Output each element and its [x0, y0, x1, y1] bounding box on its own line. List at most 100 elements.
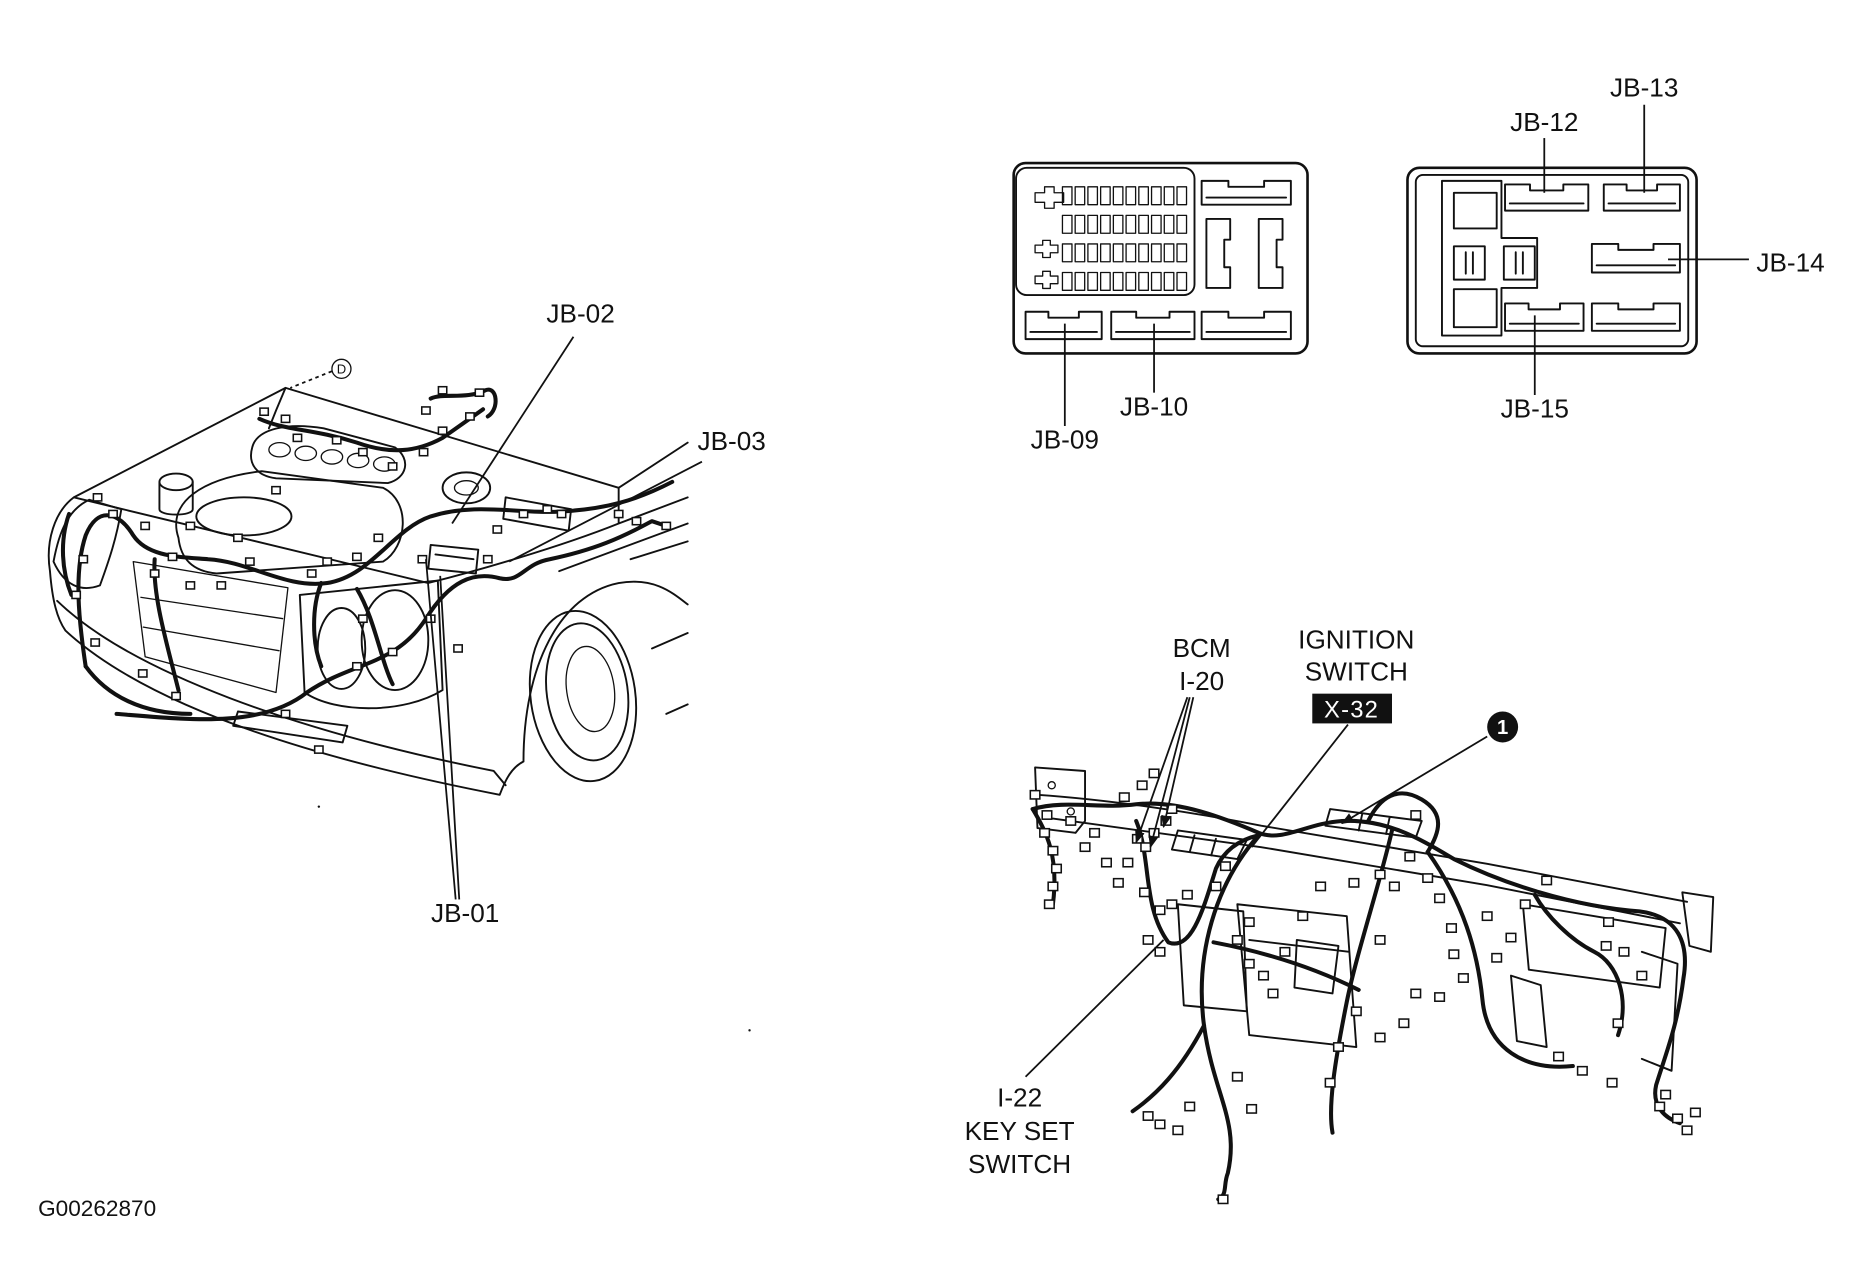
junction-connector	[1590, 302, 1681, 332]
fuse	[1074, 214, 1086, 234]
harness-connector	[1039, 827, 1051, 838]
jb-03-label: JB-03	[698, 426, 766, 456]
ip-harness-branch	[1532, 892, 1625, 1038]
front-bumper	[56, 599, 507, 787]
fuse	[1112, 243, 1124, 263]
harness-connector	[1350, 1006, 1362, 1017]
harness-connector	[140, 521, 151, 531]
fuse	[1176, 271, 1188, 291]
harness-connector	[1079, 842, 1091, 853]
harness-connector	[1505, 932, 1517, 943]
fuse	[1176, 243, 1188, 263]
engine-harness-front	[114, 519, 669, 722]
harness-connector	[1519, 899, 1531, 910]
harness-connector	[1029, 789, 1041, 800]
harness-connector	[1217, 1194, 1229, 1205]
harness-connector	[1606, 1077, 1618, 1088]
harness-connector	[1154, 905, 1166, 916]
key-set-switch-connector-label: I-22	[997, 1083, 1042, 1113]
junction-box-right-connectors	[1504, 183, 1681, 332]
harness-connector	[1154, 1119, 1166, 1130]
bcm-leader	[1135, 696, 1189, 844]
harness-connector	[1576, 1065, 1588, 1076]
harness-connector	[1481, 911, 1493, 922]
junction-connector	[1024, 310, 1103, 341]
marker-d-dashed-line	[289, 370, 333, 389]
engine-cover	[195, 496, 293, 537]
harness-connector	[1654, 1101, 1666, 1112]
junction-box-left-connectors	[1024, 179, 1292, 341]
intake-runner	[268, 441, 291, 458]
front-wheel	[528, 609, 638, 783]
harness-connector	[185, 581, 196, 590]
junction-box-right-housing	[1406, 166, 1698, 355]
harness-connector	[108, 509, 118, 519]
fuse	[1112, 271, 1124, 291]
bracket-hole	[1047, 781, 1056, 790]
harness-connector	[556, 509, 567, 519]
key-set-switch-leader	[1024, 939, 1165, 1078]
dash-support-leg	[1510, 974, 1548, 1048]
fuse	[1099, 214, 1111, 234]
junction-connector	[1200, 310, 1292, 341]
fuse	[1150, 243, 1162, 263]
harness-connector	[1231, 934, 1243, 945]
harness-connector	[492, 525, 503, 534]
harness-connector	[1142, 934, 1154, 945]
harness-connector	[331, 435, 342, 445]
jb-09-label: JB-09	[1031, 425, 1099, 455]
harness-connector	[1541, 875, 1553, 886]
harness-connector	[1184, 1101, 1196, 1112]
junction-connector	[1590, 242, 1681, 274]
ip-connectors	[1029, 768, 1701, 1205]
harness-connector	[1065, 816, 1077, 826]
harness-connector	[474, 388, 485, 397]
callout-1-leader	[1340, 735, 1488, 825]
harness-connector	[1136, 780, 1148, 791]
harness-connector	[1231, 1071, 1243, 1082]
harness-connector	[292, 433, 303, 443]
fuse	[1125, 271, 1137, 291]
engine-compartment-view: D JB-02 JB-03 JB-01	[47, 298, 766, 928]
ip-harness-key-set-branch	[1134, 818, 1261, 946]
harness-connector	[387, 462, 398, 471]
jb-10-label: JB-10	[1120, 391, 1188, 421]
harness-connector	[1181, 889, 1193, 900]
harness-connector	[280, 414, 291, 424]
car-body-outline	[47, 386, 689, 796]
callout-1-number: 1	[1497, 717, 1508, 739]
tire	[528, 609, 638, 783]
harness-connector	[167, 552, 178, 562]
harness-connector	[1050, 863, 1063, 874]
harness-connector	[259, 407, 270, 417]
fuse	[1150, 214, 1162, 234]
harness-connector	[1398, 1018, 1410, 1029]
engine-harness-branch	[428, 387, 498, 419]
stray-dot	[317, 805, 321, 808]
relay-cross	[1034, 270, 1059, 290]
intake-runner	[320, 449, 344, 465]
fuse	[1099, 243, 1111, 263]
harness-connector	[1422, 873, 1434, 884]
harness-connector	[137, 669, 148, 678]
jb-13-label: JB-13	[1610, 72, 1678, 102]
harness-connector	[1279, 946, 1291, 957]
bcm-connector-label: I-20	[1179, 666, 1224, 696]
callout-1-circle	[1487, 711, 1519, 743]
harness-connector	[351, 552, 362, 562]
harness-connector	[280, 709, 291, 719]
harness-connector	[271, 485, 281, 495]
instrument-panel-view: BCM I-20 IGNITION SWITCH X-32 1 I-22 KEY…	[748, 624, 1715, 1205]
harness-connector	[1267, 988, 1279, 999]
strut-tower	[441, 471, 492, 505]
center-console-frame	[1236, 903, 1358, 1048]
harness-connector	[1100, 857, 1112, 868]
ignition-switch-label-line2: SWITCH	[1305, 657, 1408, 687]
harness-connector	[1457, 973, 1469, 983]
harness-connector	[482, 554, 493, 564]
harness-connector	[233, 533, 243, 543]
fuse	[1163, 214, 1175, 234]
harness-connector	[1410, 988, 1422, 999]
harness-connector	[1043, 899, 1055, 910]
fuse-block	[1015, 166, 1196, 297]
